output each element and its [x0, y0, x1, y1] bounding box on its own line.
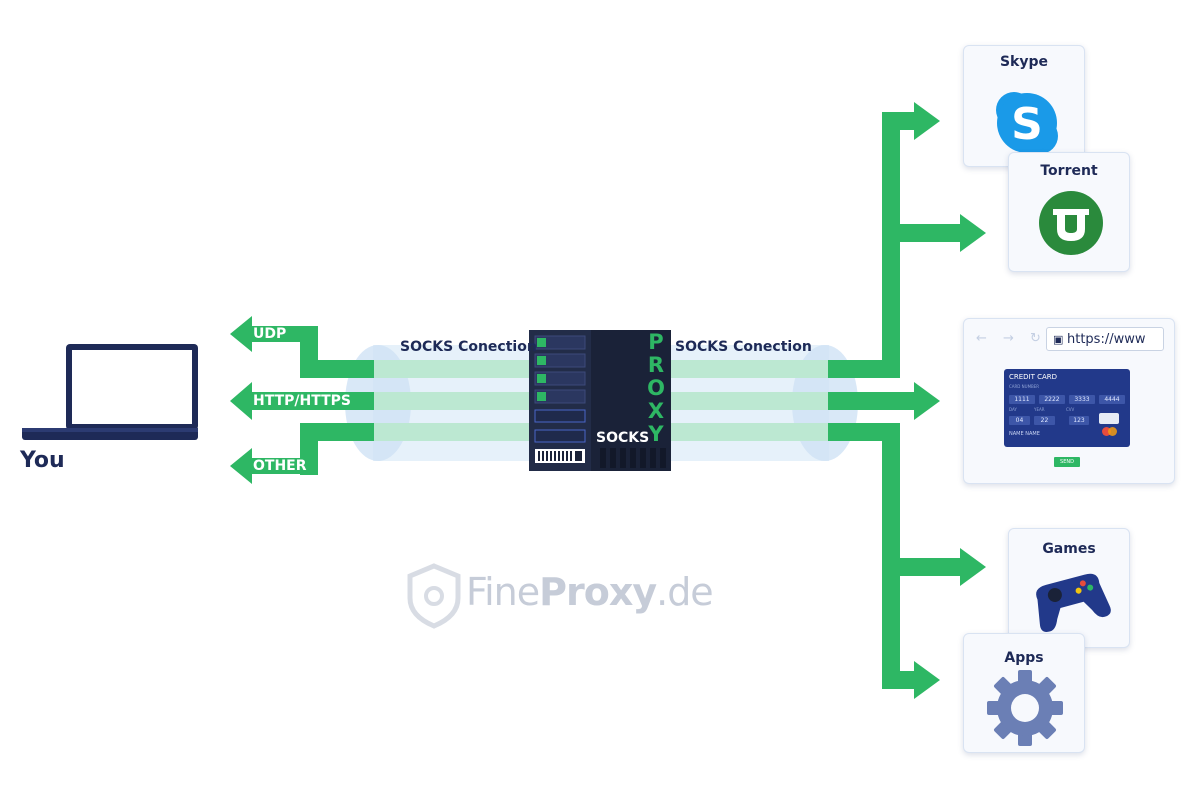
server-socks-label: SOCKS: [596, 430, 650, 446]
credit-card-form: CREDIT CARD CARD NUMBER 1111 2222 3333 4…: [1004, 369, 1130, 447]
card-number-part: 1111: [1009, 395, 1035, 404]
fineproxy-logo-icon: [407, 563, 461, 629]
mastercard-icon-2: [1108, 427, 1117, 436]
right-connection-label: SOCKS Conection: [675, 339, 812, 355]
proxy-letter: P: [648, 330, 664, 354]
year-select: 22: [1034, 416, 1055, 425]
name-label: NAME NAME: [1009, 431, 1040, 437]
cvv-field: 123: [1069, 416, 1089, 425]
torrent-title: Torrent: [1040, 163, 1098, 179]
socks-proxy-server: [529, 330, 671, 471]
protocol-label-http: HTTP/HTTPS: [253, 393, 351, 409]
gear-icon: [987, 670, 1063, 746]
card-number-part: 2222: [1039, 395, 1065, 404]
mastercard-icon: [1102, 427, 1111, 436]
watermark-light: Fine: [466, 570, 540, 614]
watermark: FineProxy.de: [466, 570, 714, 614]
browser-url-bar: ▣ https://www: [1046, 327, 1164, 351]
cvv-label: CVV: [1066, 407, 1075, 412]
right-tree: [828, 102, 986, 699]
browser-nav-icons: ← → ↻: [976, 331, 1047, 346]
send-button: SEND: [1054, 457, 1080, 467]
apps-title: Apps: [1004, 650, 1044, 666]
right-lanes: [671, 360, 829, 441]
credit-card-title: CREDIT CARD: [1009, 373, 1058, 381]
proxy-letter: Y: [648, 422, 664, 446]
torrent-card: Torrent: [1008, 152, 1130, 272]
card-number-part: 3333: [1069, 395, 1095, 404]
card-number-label: CARD NUMBER: [1009, 384, 1040, 389]
left-connection-label: SOCKS Conection: [400, 339, 537, 355]
protocol-label-other: OTHER: [253, 458, 307, 474]
user-label: You: [20, 448, 65, 473]
watermark-tail: .de: [656, 570, 714, 614]
other-arrow: [230, 423, 374, 484]
card-number-part: 4444: [1099, 395, 1125, 404]
skype-title: Skype: [999, 54, 1049, 70]
torrent-icon: [1039, 191, 1103, 255]
day-label: DAY: [1009, 407, 1017, 412]
http-arrow: [230, 382, 374, 420]
skype-icon: S: [996, 92, 1058, 154]
games-title: Games: [1042, 541, 1096, 557]
server-proxy-letters: P R O X Y: [645, 331, 667, 446]
proxy-letter: O: [647, 376, 665, 400]
laptop-icon: [22, 344, 198, 440]
protocol-label-udp: UDP: [253, 326, 287, 342]
svg-text:S: S: [1011, 99, 1043, 150]
browser-url-text: https://www: [1067, 332, 1146, 347]
proxy-letter: R: [647, 353, 665, 377]
proxy-letter: X: [647, 399, 665, 423]
day-select: 04: [1009, 416, 1030, 425]
browser-card: ← → ↻ ▣ https://www CREDIT CARD CARD NUM…: [963, 318, 1175, 484]
watermark-bold: Proxy: [539, 570, 657, 614]
gamepad-icon: [1036, 573, 1111, 632]
skype-card: Skype S: [963, 45, 1085, 167]
udp-arrow: [230, 316, 374, 378]
lock-icon: ▣: [1053, 333, 1064, 346]
year-label: YEAR: [1034, 407, 1045, 412]
card-chip: [1099, 413, 1119, 424]
games-card: Games: [1008, 528, 1130, 648]
left-lanes: [373, 360, 531, 441]
apps-card: Apps: [963, 633, 1085, 753]
